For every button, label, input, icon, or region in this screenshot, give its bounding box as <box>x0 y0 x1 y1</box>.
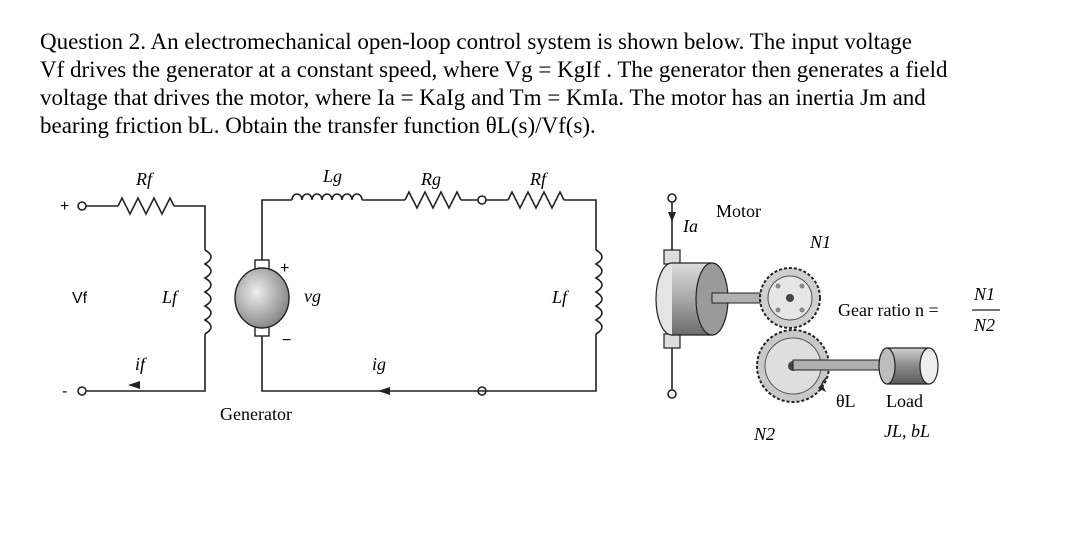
question-line: Vf drives the generator at a constant sp… <box>40 57 948 82</box>
node <box>477 386 487 396</box>
wire <box>261 334 597 392</box>
inductor-lf-right <box>594 249 603 335</box>
motor-assembly: Ia Motor <box>655 193 771 399</box>
motor-brush <box>663 333 681 349</box>
field-circuit: + - Vf Rf Lf if <box>60 169 212 400</box>
lf-left-label: Lf <box>161 287 180 307</box>
vf-label: Vf <box>72 290 88 307</box>
motor-label: Motor <box>716 201 761 221</box>
load-label: Load <box>886 391 923 411</box>
gear-ratio-denominator: N2 <box>973 315 995 335</box>
gear-train: N1 N2 <box>753 232 892 444</box>
question-line: Question 2. An electromechanical open-lo… <box>40 29 912 54</box>
jl-bl-label: JL, bL <box>884 421 930 441</box>
ig-label: ig <box>372 354 386 374</box>
resistor-rf-left <box>117 196 175 216</box>
wire <box>86 334 206 392</box>
load-shaft <box>792 359 892 371</box>
plus-terminal: + <box>60 198 69 215</box>
generator-minus: − <box>282 332 291 349</box>
generator-symbol <box>234 259 290 337</box>
lf-right-label: Lf <box>551 287 570 307</box>
current-arrow-ia <box>668 212 676 222</box>
lg-label: Lg <box>322 166 342 186</box>
wire <box>261 199 292 263</box>
current-arrow-if <box>128 381 140 389</box>
plus-terminal-node <box>77 201 87 211</box>
question-text: Question 2. An electromechanical open-lo… <box>40 28 1050 140</box>
gear-ratio-numerator: N1 <box>973 284 995 304</box>
resistor-rf-right <box>507 190 565 210</box>
resistor-rg <box>404 190 462 210</box>
question-line: voltage that drives the motor, where Ia … <box>40 85 926 110</box>
n1-label: N1 <box>809 232 831 252</box>
motor-terminal-bottom <box>667 389 677 399</box>
generator-plus: + <box>280 260 289 277</box>
generator-label: Generator <box>220 404 292 424</box>
minus-terminal: - <box>62 383 67 400</box>
load-assembly: θL Load JL, bL <box>818 347 939 441</box>
inductor-lf-left <box>203 249 212 335</box>
ia-label: Ia <box>682 216 698 236</box>
vg-label: vg <box>304 286 321 306</box>
node <box>477 195 487 205</box>
wire <box>564 199 597 250</box>
gear-ratio: Gear ratio n = N1 N2 <box>838 284 1000 335</box>
rg-label: Rg <box>420 169 441 189</box>
motor-brush <box>663 249 681 265</box>
current-arrow-ig <box>378 387 390 395</box>
theta-l-label: θL <box>836 391 856 411</box>
gear-ratio-text: Gear ratio n = <box>838 300 939 320</box>
minus-terminal-node <box>77 386 87 396</box>
if-label: if <box>135 354 148 374</box>
question-line: bearing friction bL. Obtain the transfer… <box>40 113 596 138</box>
inductor-lg <box>291 193 363 201</box>
rf-right-label: Rf <box>529 169 549 189</box>
motor-terminal-top <box>667 193 677 203</box>
wire <box>174 205 206 250</box>
n2-label: N2 <box>753 424 775 444</box>
rf-left-label: Rf <box>135 169 155 189</box>
generator-circuit: + − vg Lg Rg Rf Lf ig Generator <box>220 166 603 424</box>
